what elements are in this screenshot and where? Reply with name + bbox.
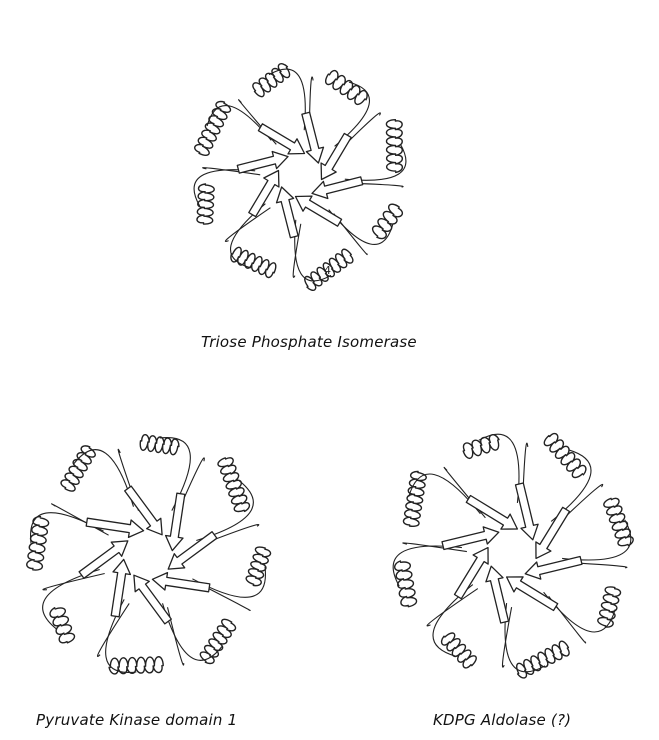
alpha-helix-6 — [195, 102, 231, 156]
connecting-loop-edge-2 — [168, 607, 184, 665]
alpha-helix-2 — [373, 204, 403, 238]
beta-strand-3 — [455, 548, 489, 599]
connecting-loop-5 — [194, 170, 255, 206]
connecting-loop-7 — [160, 438, 191, 511]
beta-strand-7 — [536, 507, 570, 558]
alpha-helix-4 — [50, 608, 74, 643]
strand-number-label: 4 — [324, 264, 331, 277]
connecting-loop-5 — [31, 513, 104, 544]
alpha-helix-8 — [218, 458, 249, 512]
connecting-loop-3 — [106, 599, 137, 672]
alpha-helix-2 — [200, 619, 235, 663]
beta-strand-2 — [486, 566, 509, 623]
connecting-loop-2 — [163, 603, 223, 660]
beta-strand-3 — [111, 559, 130, 616]
alpha-helix-8 — [604, 498, 633, 545]
beta-strand-5 — [237, 152, 288, 174]
connecting-loop-1 — [192, 567, 265, 598]
connecting-loop-6 — [74, 450, 134, 507]
alpha-helix-5 — [197, 184, 214, 224]
connecting-loop-edge-4 — [225, 208, 270, 242]
pk-ribbon-diagram — [27, 435, 271, 674]
beta-strand-4 — [442, 527, 499, 550]
alpha-helix-1 — [386, 120, 402, 173]
connecting-loop-4 — [43, 570, 100, 630]
beta-strand-1 — [507, 577, 558, 611]
beta-strand-4 — [249, 171, 279, 217]
alpha-helix-2 — [517, 641, 569, 678]
alpha-helix-1 — [246, 547, 270, 586]
alpha-helix-7 — [544, 434, 586, 478]
beta-strand-7 — [302, 112, 324, 163]
connecting-loop-edge-4 — [43, 574, 105, 590]
beta-strand-5 — [86, 518, 143, 537]
alpha-helix-1 — [598, 587, 621, 627]
caption-triose-phosphate-isomerase: Triose Phosphate Isomerase — [201, 333, 417, 351]
beta-strand-8 — [525, 557, 582, 580]
connecting-loop-edge-3 — [427, 589, 478, 626]
beta-strand-2 — [296, 196, 342, 226]
alpha-helix-5 — [27, 517, 49, 570]
beta-strand-6 — [258, 124, 304, 154]
beta-strand-5 — [466, 496, 517, 530]
alpha-helix-3 — [109, 657, 163, 674]
caption-pyruvate-kinase: Pyruvate Kinase domain 1 — [36, 711, 237, 729]
caption-kdpg-aldolase: KDPG Aldolase (?) — [433, 711, 571, 729]
beta-strand-1 — [312, 177, 363, 199]
beta-strand-3 — [277, 187, 299, 238]
beta-strand-1 — [152, 573, 209, 592]
connecting-loop-6 — [207, 106, 271, 141]
connecting-loop-1 — [345, 144, 406, 180]
alpha-helix-5 — [403, 471, 426, 526]
kdpg-ribbon-diagram — [393, 434, 633, 678]
alpha-helix-6 — [463, 435, 499, 459]
beta-strand-8 — [321, 133, 351, 179]
alpha-helix-3 — [442, 633, 477, 668]
connecting-loop-3 — [433, 585, 473, 657]
beta-strand-7 — [166, 493, 185, 550]
alpha-helix-6 — [61, 446, 95, 491]
beta-strand-6 — [516, 483, 539, 540]
tim-ribbon-diagram — [194, 64, 406, 291]
